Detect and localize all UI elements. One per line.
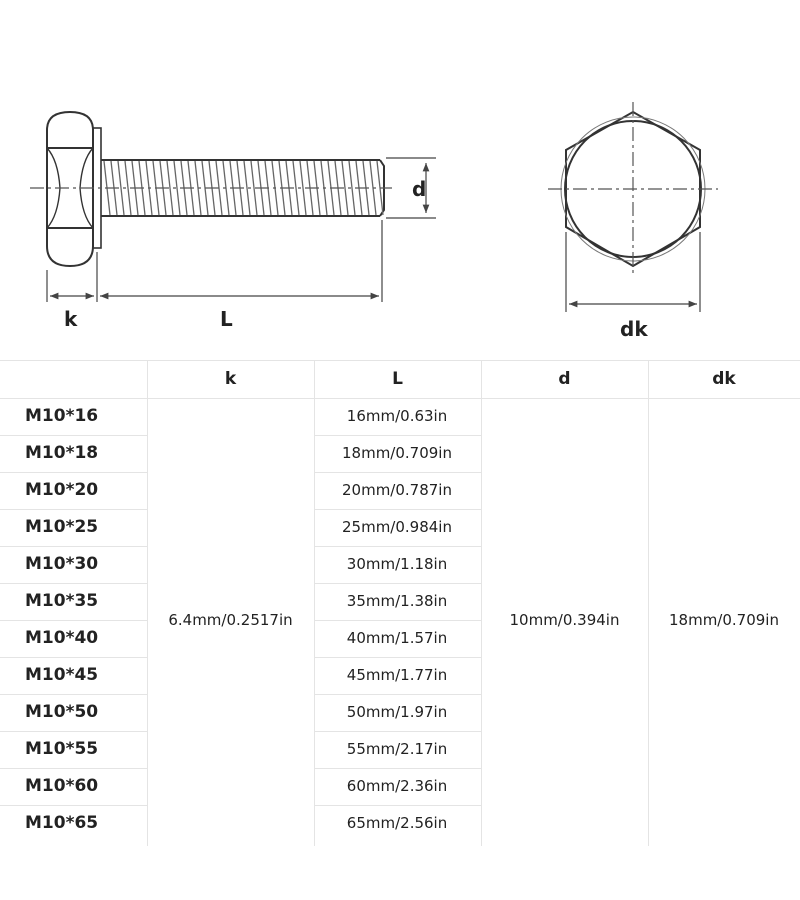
- row-divider: [314, 694, 481, 695]
- row-L-value: 35mm/1.38in: [346, 592, 448, 610]
- row-name: M10*55: [25, 739, 99, 759]
- thread-line: [124, 160, 132, 216]
- dimension-d-label: d: [412, 177, 426, 201]
- row-divider: [314, 731, 481, 732]
- row-name: M10*45: [25, 665, 99, 685]
- spec-table: k L d dk M10*16 16mm/0.63in M10*18 18mm/…: [0, 360, 800, 846]
- row-divider: [314, 583, 481, 584]
- row-divider: [0, 509, 147, 510]
- row-L-value: 60mm/2.36in: [346, 777, 448, 795]
- dimension-dk-label: dk: [620, 317, 648, 341]
- thread-line: [348, 160, 356, 216]
- row-divider: [0, 805, 147, 806]
- row-divider: [0, 694, 147, 695]
- col-divider: [147, 360, 148, 846]
- row-divider: [0, 657, 147, 658]
- dimension-k-L: [46, 220, 383, 302]
- thread-line: [250, 160, 258, 216]
- row-divider: [0, 583, 147, 584]
- row-L-value: 40mm/1.57in: [346, 629, 448, 647]
- thread-line: [292, 160, 300, 216]
- bolt-diagram: d k L dk: [30, 102, 718, 341]
- header-dk: dk: [712, 369, 736, 389]
- header-d: d: [558, 369, 571, 389]
- row-divider: [314, 435, 481, 436]
- bolt-side-view: [46, 110, 385, 268]
- row-divider: [0, 620, 147, 621]
- row-L-value: 30mm/1.18in: [346, 555, 448, 573]
- row-name: M10*18: [25, 443, 99, 463]
- row-divider: [314, 805, 481, 806]
- header-L: L: [392, 369, 403, 389]
- row-divider: [0, 472, 147, 473]
- row-name: M10*60: [25, 776, 99, 796]
- col-divider: [314, 360, 315, 846]
- dimension-dk: [565, 232, 701, 312]
- row-name: M10*65: [25, 813, 99, 833]
- row-name: M10*40: [25, 628, 99, 648]
- row-L-value: 18mm/0.709in: [342, 444, 452, 462]
- row-L-value: 25mm/0.984in: [342, 518, 452, 536]
- row-divider: [0, 435, 147, 436]
- dimension-k-label: k: [64, 307, 78, 331]
- thread-line: [299, 160, 307, 216]
- row-divider: [314, 509, 481, 510]
- col-divider: [481, 360, 482, 846]
- row-name: M10*16: [25, 406, 99, 426]
- dimension-L-label: L: [220, 307, 233, 331]
- row-L-value: 55mm/2.17in: [346, 740, 448, 758]
- thread-line: [341, 160, 349, 216]
- dimension-d: [386, 157, 436, 219]
- row-L-value: 20mm/0.787in: [342, 481, 452, 499]
- row-L-value: 16mm/0.63in: [346, 407, 448, 425]
- row-L-value: 50mm/1.97in: [346, 703, 448, 721]
- d-value: 10mm/0.394in: [509, 611, 620, 629]
- col-divider: [648, 360, 649, 846]
- row-divider: [314, 546, 481, 547]
- table-top-border: [0, 360, 800, 361]
- row-name: M10*25: [25, 517, 99, 537]
- thread-line: [173, 160, 181, 216]
- thread-line: [243, 160, 251, 216]
- row-divider: [314, 472, 481, 473]
- top-view-centerlines: [548, 102, 718, 276]
- header-k: k: [224, 369, 237, 389]
- row-name: M10*50: [25, 702, 99, 722]
- thread-line: [117, 160, 125, 216]
- header-divider: [0, 398, 800, 399]
- row-L-value: 45mm/1.77in: [346, 666, 448, 684]
- thread-line: [166, 160, 174, 216]
- row-L-value: 65mm/2.56in: [346, 814, 448, 832]
- row-divider: [0, 546, 147, 547]
- dk-value: 18mm/0.709in: [669, 611, 779, 629]
- row-divider: [314, 620, 481, 621]
- row-divider: [314, 657, 481, 658]
- row-name: M10*30: [25, 554, 99, 574]
- row-divider: [0, 768, 147, 769]
- row-divider: [0, 731, 147, 732]
- row-name: M10*35: [25, 591, 99, 611]
- row-divider: [314, 768, 481, 769]
- row-name: M10*20: [25, 480, 99, 500]
- k-value: 6.4mm/0.2517in: [168, 611, 293, 629]
